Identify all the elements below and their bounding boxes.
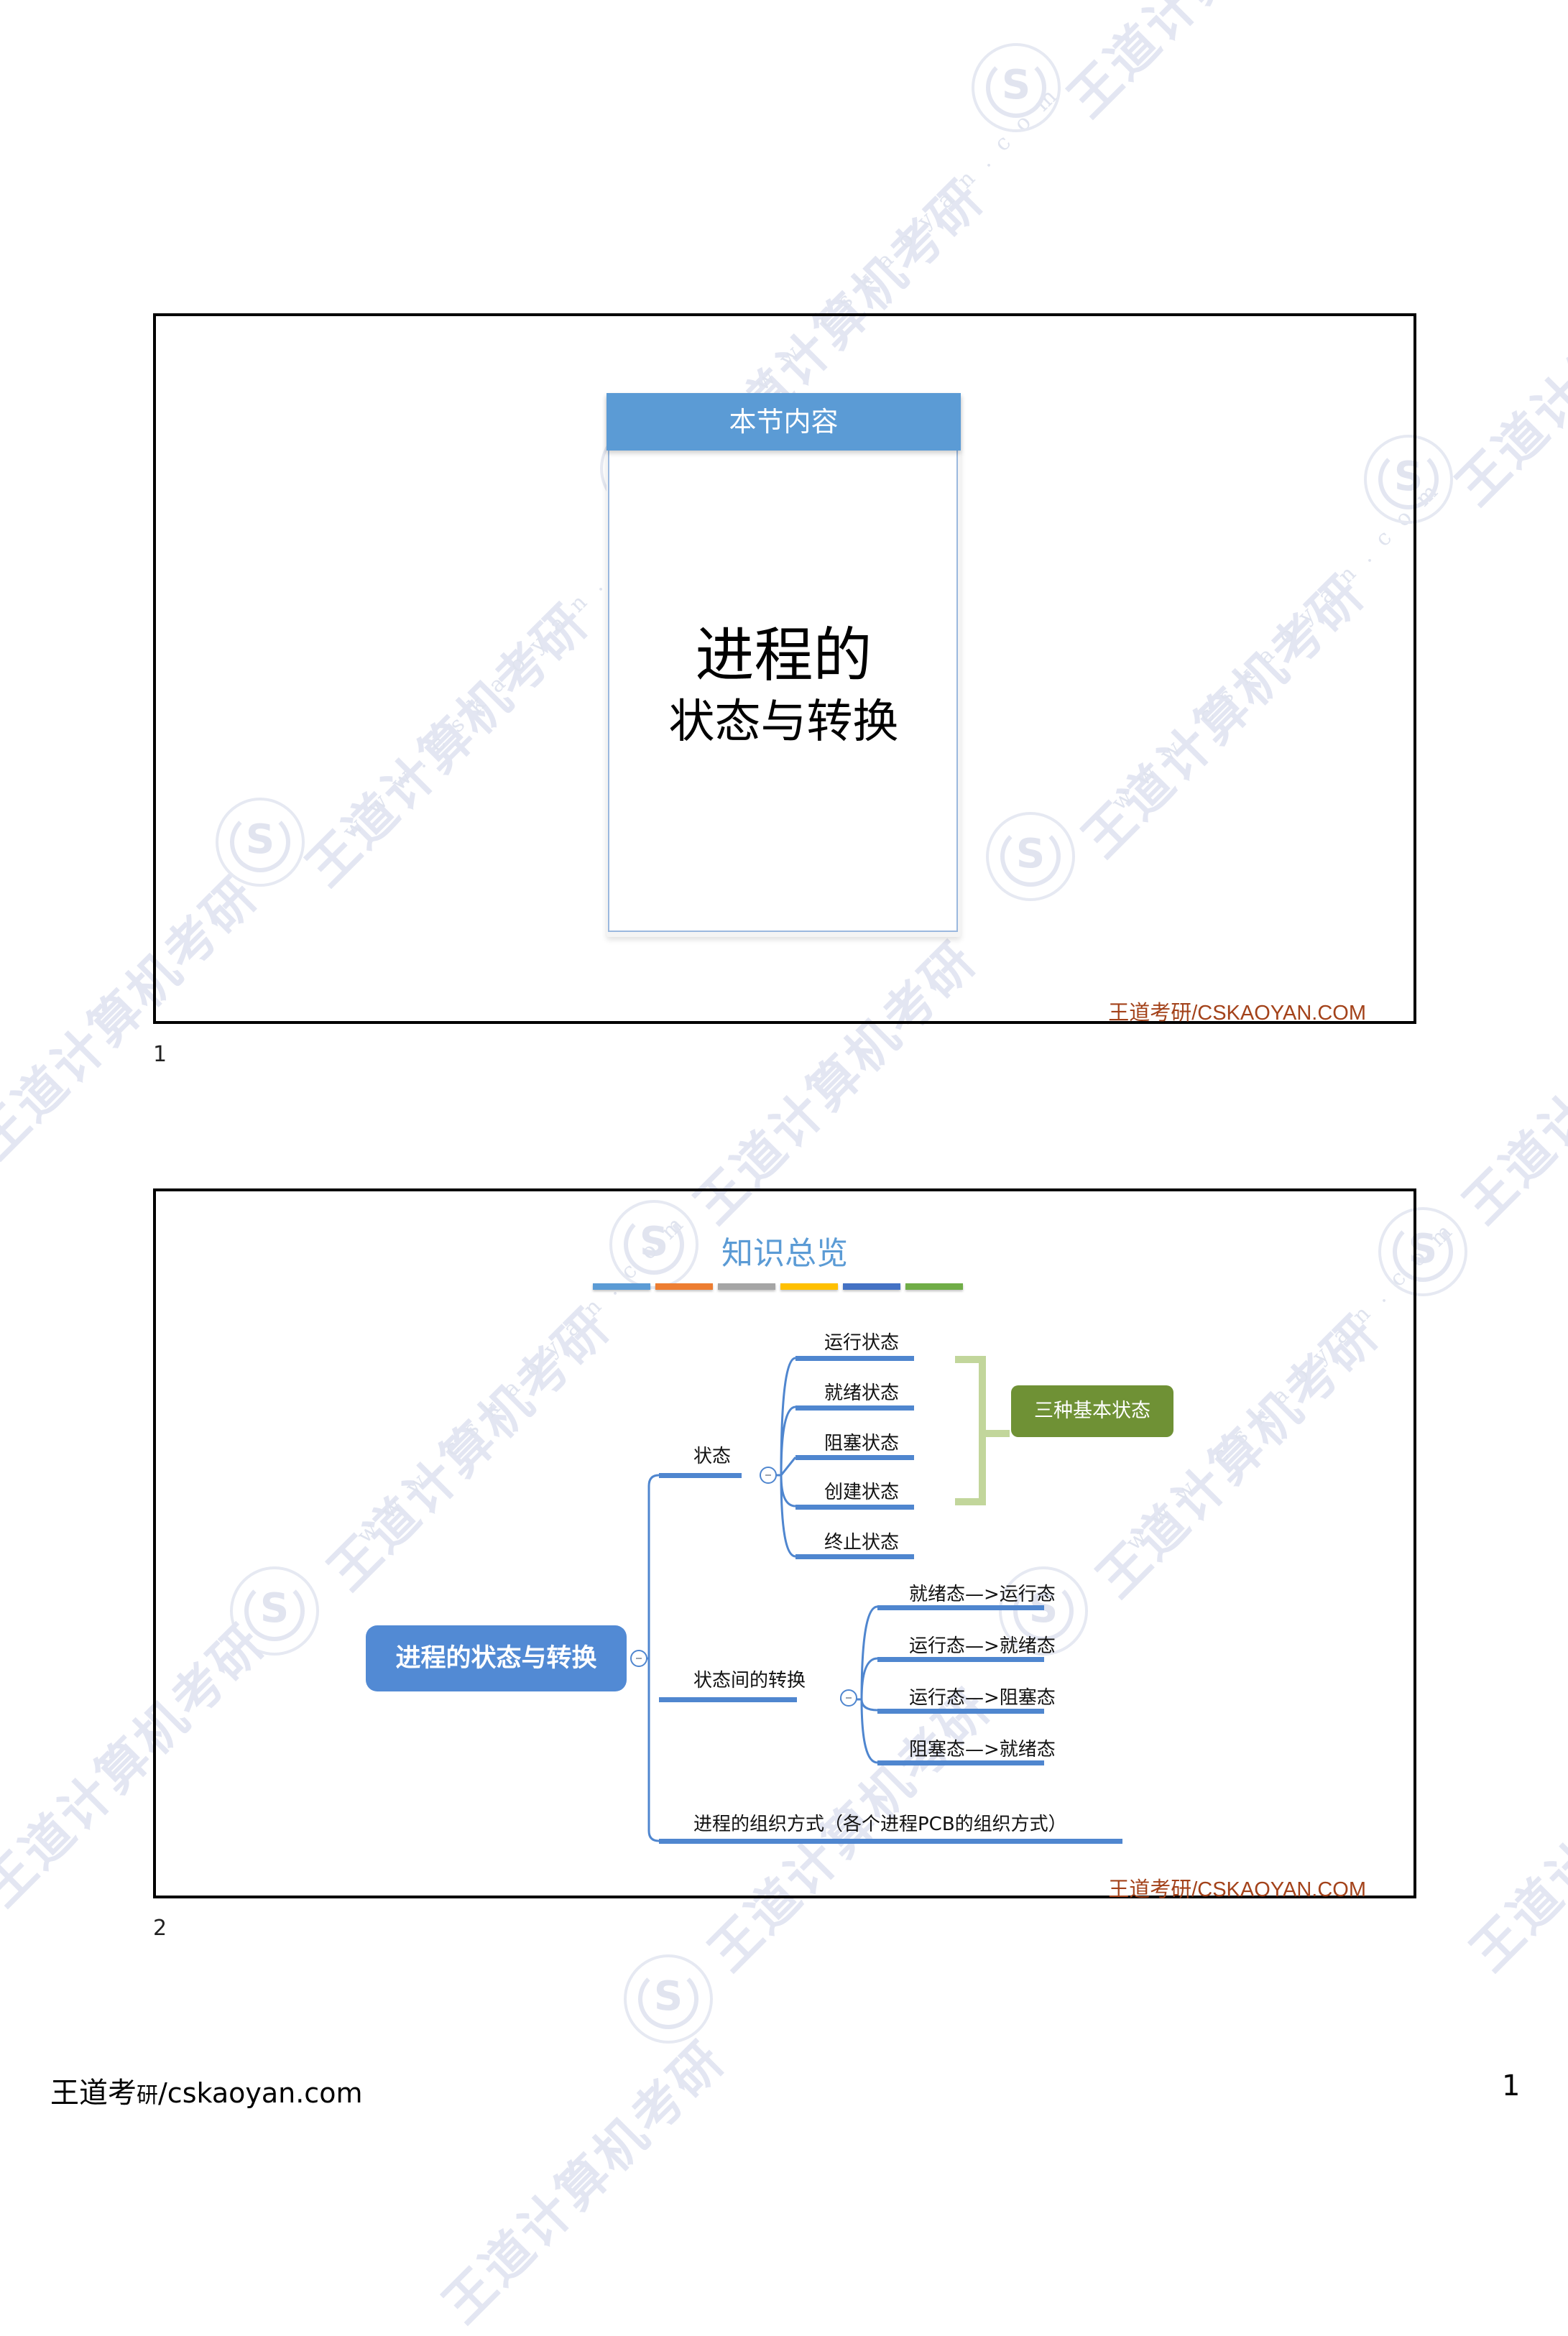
watermark-text: 王道计算机考研 <box>431 2029 737 2335</box>
branch-transitions-underline <box>659 1697 797 1702</box>
page-number: 1 <box>1502 2069 1521 2102</box>
slide-footer-brand: 王道考研/CSKAOYAN.COM <box>1108 1878 1366 1901</box>
branch-status-label[interactable]: 状态 <box>693 1446 732 1467</box>
color-bar <box>780 1283 838 1290</box>
node-underline <box>877 1709 1044 1714</box>
collapse-icon[interactable] <box>840 1689 857 1707</box>
mindmap-connectors <box>640 1356 1010 1842</box>
site-url: /cskaoyan.com <box>158 2077 363 2109</box>
section-title-line1: 进程的 <box>695 622 872 690</box>
node-underline <box>795 1505 914 1510</box>
site-name-cn: 王道考 <box>50 2077 137 2110</box>
watermark-text: 王道计算机考研 <box>1049 0 1364 130</box>
site-name-cn-small: 研 <box>137 2083 158 2108</box>
page-footer-site: 王道考研/cskaoyan.com <box>50 2069 362 2111</box>
color-bars <box>593 1283 963 1290</box>
section-card-header: 本节内容 <box>607 393 961 451</box>
node-underline <box>877 1605 1044 1610</box>
slide-footer-brand: 王道考研/CSKAOYAN.COM <box>1108 1002 1366 1025</box>
section-card-body <box>608 446 958 932</box>
transition-running-to-blocked[interactable]: 运行态—>阻塞态 <box>909 1687 1056 1709</box>
transition-ready-to-running[interactable]: 就绪态—>运行态 <box>909 1584 1056 1605</box>
slide-1: 本节内容 进程的 状态与转换 王道考研/CSKAOYAN.COM <box>153 313 1416 1025</box>
node-underline <box>795 1405 914 1411</box>
state-blocked[interactable]: 阻塞状态 <box>824 1433 900 1454</box>
watermark-seal-icon <box>972 43 1061 132</box>
node-underline <box>795 1554 914 1559</box>
watermark-seal-icon <box>624 1954 713 2044</box>
watermark-text: 王道计算机考研 <box>1452 930 1568 1235</box>
transition-blocked-to-ready[interactable]: 阻塞态—>就绪态 <box>909 1739 1056 1760</box>
state-ready[interactable]: 就绪状态 <box>824 1382 900 1404</box>
node-underline <box>877 1657 1044 1662</box>
section-title-line2: 状态与转换 <box>668 696 899 749</box>
transition-running-to-ready[interactable]: 运行态—>就绪态 <box>909 1635 1056 1657</box>
state-created[interactable]: 创建状态 <box>824 1482 900 1503</box>
section-card: 本节内容 进程的 状态与转换 <box>607 393 961 937</box>
three-basic-states-tag[interactable]: 三种基本状态 <box>1011 1385 1173 1437</box>
collapse-icon[interactable] <box>760 1467 777 1484</box>
state-running[interactable]: 运行状态 <box>824 1332 900 1354</box>
mindmap-root-node[interactable]: 进程的状态与转换 <box>366 1625 627 1691</box>
color-bar <box>843 1283 900 1290</box>
state-terminated[interactable]: 终止状态 <box>824 1532 900 1554</box>
node-underline <box>795 1455 914 1460</box>
slide-title: 知识总览 <box>721 1235 848 1272</box>
branch-organization-underline <box>659 1839 1122 1844</box>
color-bar <box>655 1283 713 1290</box>
slide-2: 知识总览 <box>153 1188 1416 1901</box>
slide-number: 1 <box>153 1042 167 1067</box>
color-bar <box>905 1283 963 1290</box>
color-bar <box>718 1283 775 1290</box>
node-underline <box>795 1356 914 1361</box>
color-bar <box>593 1283 650 1290</box>
branch-transitions-label[interactable]: 状态间的转换 <box>693 1670 806 1691</box>
branch-status-underline <box>659 1473 742 1478</box>
watermark-text: 王道计算机考研 <box>1459 1677 1568 1982</box>
node-underline <box>877 1760 1044 1765</box>
watermark-text: 王道计算机考研 <box>1444 211 1568 517</box>
slide-number: 2 <box>153 1916 167 1941</box>
collapse-icon[interactable] <box>630 1650 647 1667</box>
branch-organization-label[interactable]: 进程的组织方式（各个进程PCB的组织方式） <box>693 1814 1067 1835</box>
